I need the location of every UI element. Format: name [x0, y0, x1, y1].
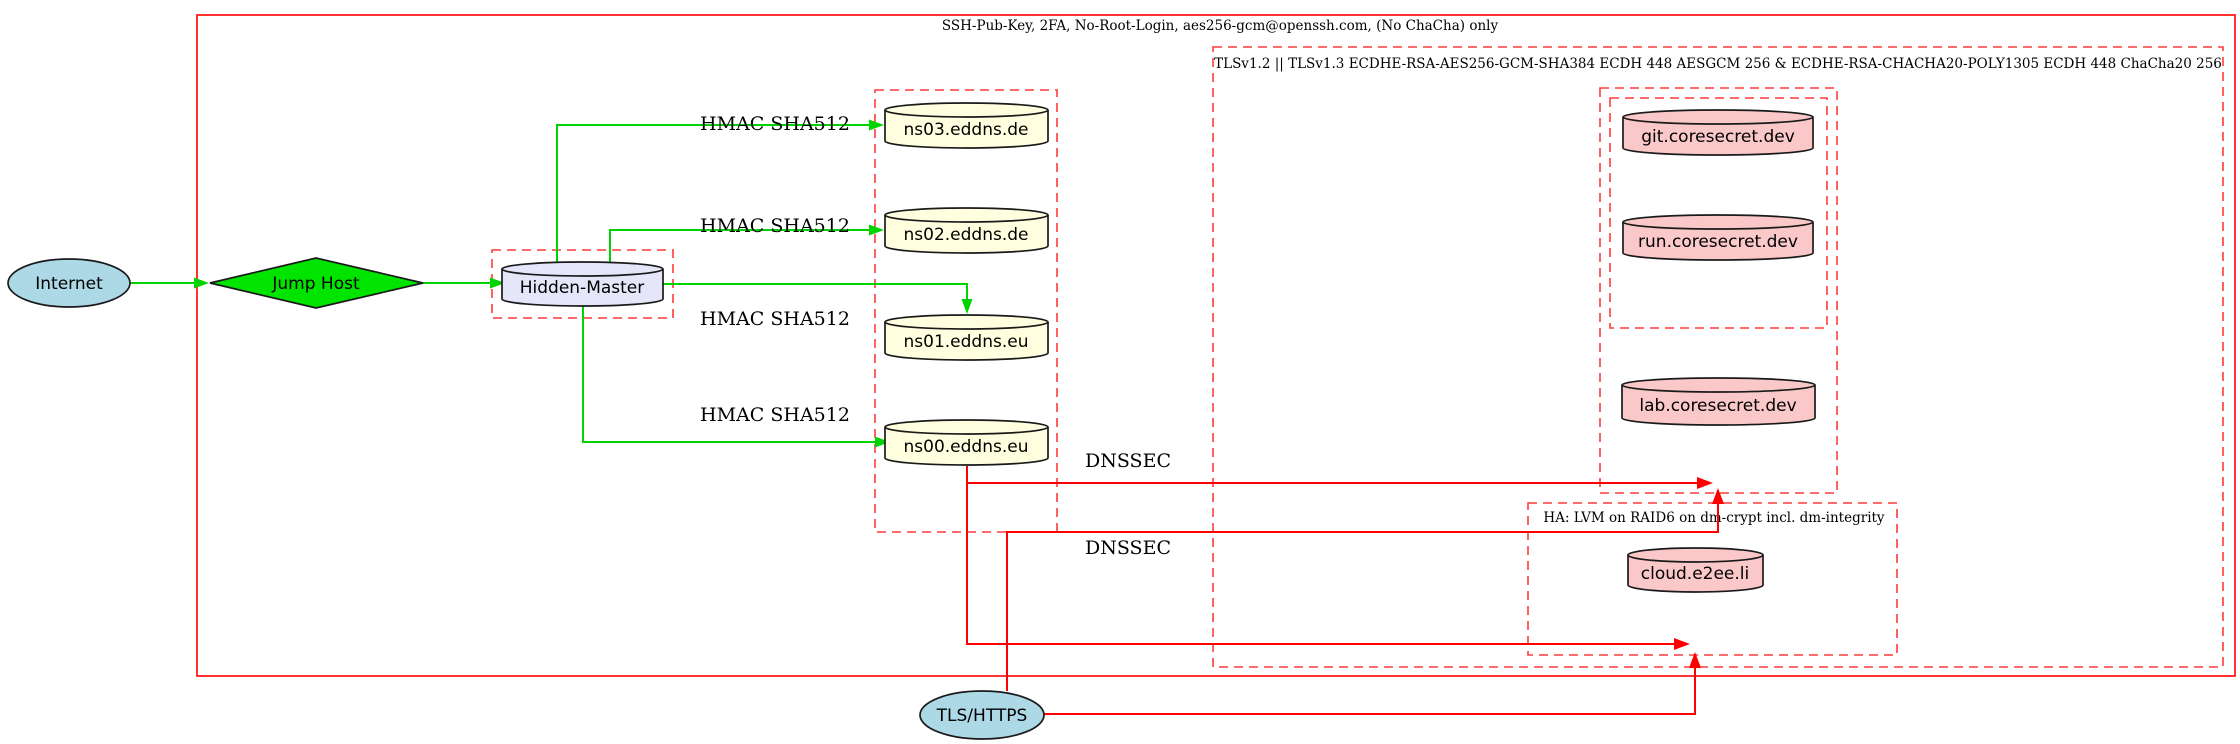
jump-host-diamond — [209, 257, 424, 309]
ns03-label: ns03.eddns.de — [904, 120, 1029, 140]
cluster-dns-servers — [874, 89, 1058, 533]
ns03-cylinder-lens — [884, 109, 1049, 118]
arrowhead-internet-jumphost — [194, 277, 209, 289]
edge-label-hmac-ns00: HMAC SHA512 — [700, 404, 850, 426]
run-label: run.coresecret.dev — [1638, 232, 1798, 252]
git-cylinder — [1622, 109, 1814, 156]
git-cylinder-lens — [1622, 116, 1814, 125]
lab-cylinder-lens — [1621, 384, 1816, 393]
node-git: git.coresecret.dev — [1622, 109, 1814, 156]
arrowhead-dnssec-lower — [1674, 638, 1690, 650]
ns00-cylinder-lens — [884, 426, 1049, 435]
hidden-master-cylinder-lens — [501, 268, 664, 277]
run-cylinder — [1622, 214, 1814, 261]
arrowhead-tlshttps-ha — [1689, 652, 1701, 668]
internet-ellipse — [7, 258, 131, 308]
ns02-cylinder-lens — [884, 214, 1049, 223]
edge-ns00-dnssec-upper — [966, 466, 1698, 484]
arrowhead-master-ns02 — [869, 224, 884, 236]
edge-tlshttps-coresecret — [1006, 502, 1719, 691]
cloud-cylinder — [1627, 547, 1764, 593]
cluster-ssh-outer — [196, 14, 2236, 677]
node-hidden-master: Hidden-Master — [501, 261, 664, 307]
lab-label: lab.coresecret.dev — [1639, 396, 1796, 416]
ns02-label: ns02.eddns.de — [904, 225, 1029, 245]
node-cloud: cloud.e2ee.li — [1627, 547, 1764, 593]
ns01-cylinder-lens — [884, 321, 1049, 330]
internet-label: Internet — [35, 274, 103, 294]
ns00-cylinder — [884, 419, 1049, 466]
arrowhead-master-ns00 — [875, 436, 890, 448]
node-internet: Internet — [7, 258, 131, 308]
cluster-tls — [1212, 46, 2224, 668]
git-label: git.coresecret.dev — [1641, 127, 1795, 147]
arrowhead-master-ns01 — [961, 299, 973, 314]
node-ns03: ns03.eddns.de — [884, 102, 1049, 149]
cluster-ssh-label: SSH-Pub-Key, 2FA, No-Root-Login, aes256-… — [942, 18, 1499, 34]
cloud-label: cloud.e2ee.li — [1641, 564, 1749, 584]
arrowhead-dnssec-upper — [1697, 477, 1713, 489]
jump-host-label: Jump Host — [271, 274, 360, 294]
edge-label-hmac-ns01: HMAC SHA512 — [700, 308, 850, 330]
ns03-cylinder — [884, 102, 1049, 149]
edge-master-ns00 — [582, 305, 875, 443]
edge-label-hmac-ns02: HMAC SHA512 — [700, 215, 850, 237]
hidden-master-label: Hidden-Master — [520, 278, 645, 298]
node-tls-https: TLS/HTTPS — [919, 690, 1045, 740]
edge-label-hmac-ns03: HMAC SHA512 — [700, 113, 850, 135]
edge-label-dnssec-1: DNSSEC — [1085, 450, 1171, 472]
cluster-coresecret-inner — [1609, 97, 1828, 329]
node-ns02: ns02.eddns.de — [884, 207, 1049, 254]
arrowhead-jumphost-master — [490, 277, 505, 289]
node-ns00: ns00.eddns.eu — [884, 419, 1049, 466]
ns00-label: ns00.eddns.eu — [904, 437, 1029, 457]
ns02-cylinder — [884, 207, 1049, 254]
ns01-label: ns01.eddns.eu — [904, 332, 1029, 352]
node-lab: lab.coresecret.dev — [1621, 377, 1816, 426]
tls-https-ellipse — [919, 690, 1045, 740]
lab-cylinder — [1621, 377, 1816, 426]
tls-https-label: TLS/HTTPS — [936, 706, 1028, 726]
cloud-cylinder-lens — [1627, 554, 1764, 563]
edge-label-dnssec-2: DNSSEC — [1085, 537, 1171, 559]
node-run: run.coresecret.dev — [1622, 214, 1814, 261]
edge-master-ns01 — [663, 283, 968, 300]
hidden-master-cylinder — [501, 261, 664, 307]
edge-tlshttps-ha — [1044, 666, 1696, 715]
node-ns01: ns01.eddns.eu — [884, 314, 1049, 361]
cluster-tls-label: TLSv1.2 || TLSv1.3 ECDHE-RSA-AES256-GCM-… — [1214, 56, 2222, 72]
run-cylinder-lens — [1622, 221, 1814, 230]
ns01-cylinder — [884, 314, 1049, 361]
edge-master-ns03 — [556, 124, 869, 262]
cluster-coresecret-outer — [1599, 87, 1838, 494]
edge-master-ns02 — [609, 229, 869, 262]
arrowhead-master-ns03 — [869, 119, 884, 131]
cluster-ha-label: HA: LVM on RAID6 on dm-crypt incl. dm-in… — [1543, 510, 1885, 526]
node-jump-host: Jump Host — [209, 257, 424, 309]
arrowhead-tlshttps-coresecret — [1712, 488, 1724, 504]
edge-ns00-dnssec-lower — [966, 483, 1675, 645]
